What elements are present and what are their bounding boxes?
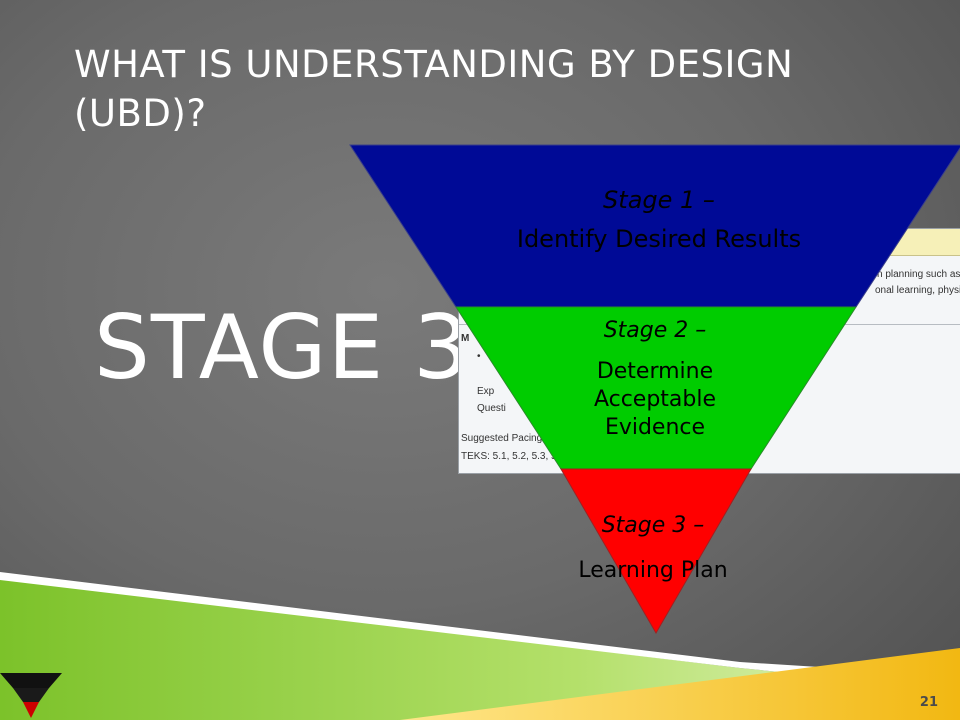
- stage-3-title: Stage 3 –: [601, 513, 705, 538]
- stage-2-title: Stage 2 –: [603, 318, 707, 343]
- big-stage-label: STAGE 3: [94, 296, 471, 399]
- stage-3-text: Learning Plan: [578, 558, 728, 583]
- stage-3-segment: [560, 468, 752, 634]
- document-text-line: Questi: [477, 403, 506, 414]
- document-text-line: Suggested Pacing: (: [461, 433, 552, 444]
- document-bullet: •: [477, 351, 481, 362]
- page-number: 21: [919, 695, 938, 710]
- document-text-line: onal learning, physical: [875, 285, 960, 296]
- stage-2-text-line: Determine: [596, 359, 714, 384]
- stage-2-label: Stage 2 – Determine Acceptable Evidence: [560, 314, 750, 442]
- stage-2-text-line: Acceptable: [593, 387, 717, 412]
- document-text-line: M: [461, 333, 470, 344]
- slide-title: WHAT IS UNDERSTANDING BY DESIGN (UBD)?: [74, 43, 794, 135]
- thumbnail-pyramid-icon: [0, 673, 62, 718]
- stage-1-text: Identify Desired Results: [516, 225, 802, 253]
- stage-1-label: Stage 1 – Identify Desired Results: [450, 183, 868, 261]
- document-text-line: n planning such as: [877, 269, 960, 280]
- white-band: [0, 572, 960, 690]
- document-text-line: Exp: [477, 386, 495, 397]
- stage-3-label: Stage 3 – Learning Plan: [548, 509, 758, 585]
- yellow-band: [400, 648, 960, 720]
- document-text-line: TEKS: 5.1, 5.2, 5.3, 5.4: [461, 451, 565, 462]
- stage-1-title: Stage 1 –: [603, 186, 715, 214]
- stage-2-text-line: Evidence: [604, 415, 706, 440]
